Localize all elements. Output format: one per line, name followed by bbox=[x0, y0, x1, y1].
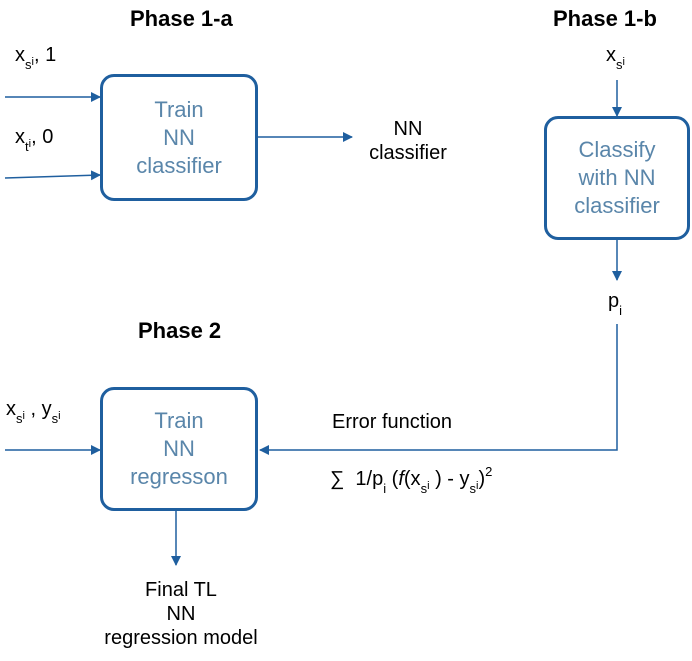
arrow-target-input bbox=[4, 170, 101, 181]
phase-2-title: Phase 2 bbox=[138, 318, 222, 343]
train-classifier-box: Train NN classifier bbox=[100, 74, 258, 201]
source-input-label: xsi, 1 bbox=[15, 44, 57, 72]
train-classifier-line: classifier bbox=[136, 152, 222, 178]
arrow-error-function bbox=[259, 324, 618, 455]
target-input-label: xti, 0 bbox=[15, 126, 54, 154]
phase-1a-title: Phase 1-a bbox=[130, 6, 233, 31]
classify-line: classifier bbox=[574, 193, 660, 218]
error-function-formula: ∑ 1/pi (f(xsi ) - ysi)2 bbox=[330, 464, 493, 496]
train-regression-line: NN bbox=[163, 436, 195, 461]
train-classifier-line: NN bbox=[163, 124, 195, 150]
phase-1b-title: Phase 1-b bbox=[553, 6, 657, 31]
train-regression-line: regresson bbox=[130, 464, 228, 489]
train-regression-line: Train bbox=[154, 408, 204, 433]
train-classifier-line: Train bbox=[154, 96, 204, 122]
classifier-output-label: NN classifier bbox=[369, 118, 447, 164]
classify-line: with NN bbox=[578, 165, 656, 190]
train-regression-box: Train NN regresson bbox=[100, 387, 258, 511]
phase1b-input-label: xsi bbox=[606, 44, 625, 72]
regression-input-label: xsi , ysi bbox=[6, 398, 61, 426]
final-output-label: Final TL NN regression model bbox=[104, 579, 258, 649]
error-function-label: Error function bbox=[332, 411, 453, 433]
classify-line: Classify bbox=[578, 137, 656, 162]
classify-box: Classify with NN classifier bbox=[544, 116, 690, 240]
probability-label: pi bbox=[608, 290, 623, 318]
